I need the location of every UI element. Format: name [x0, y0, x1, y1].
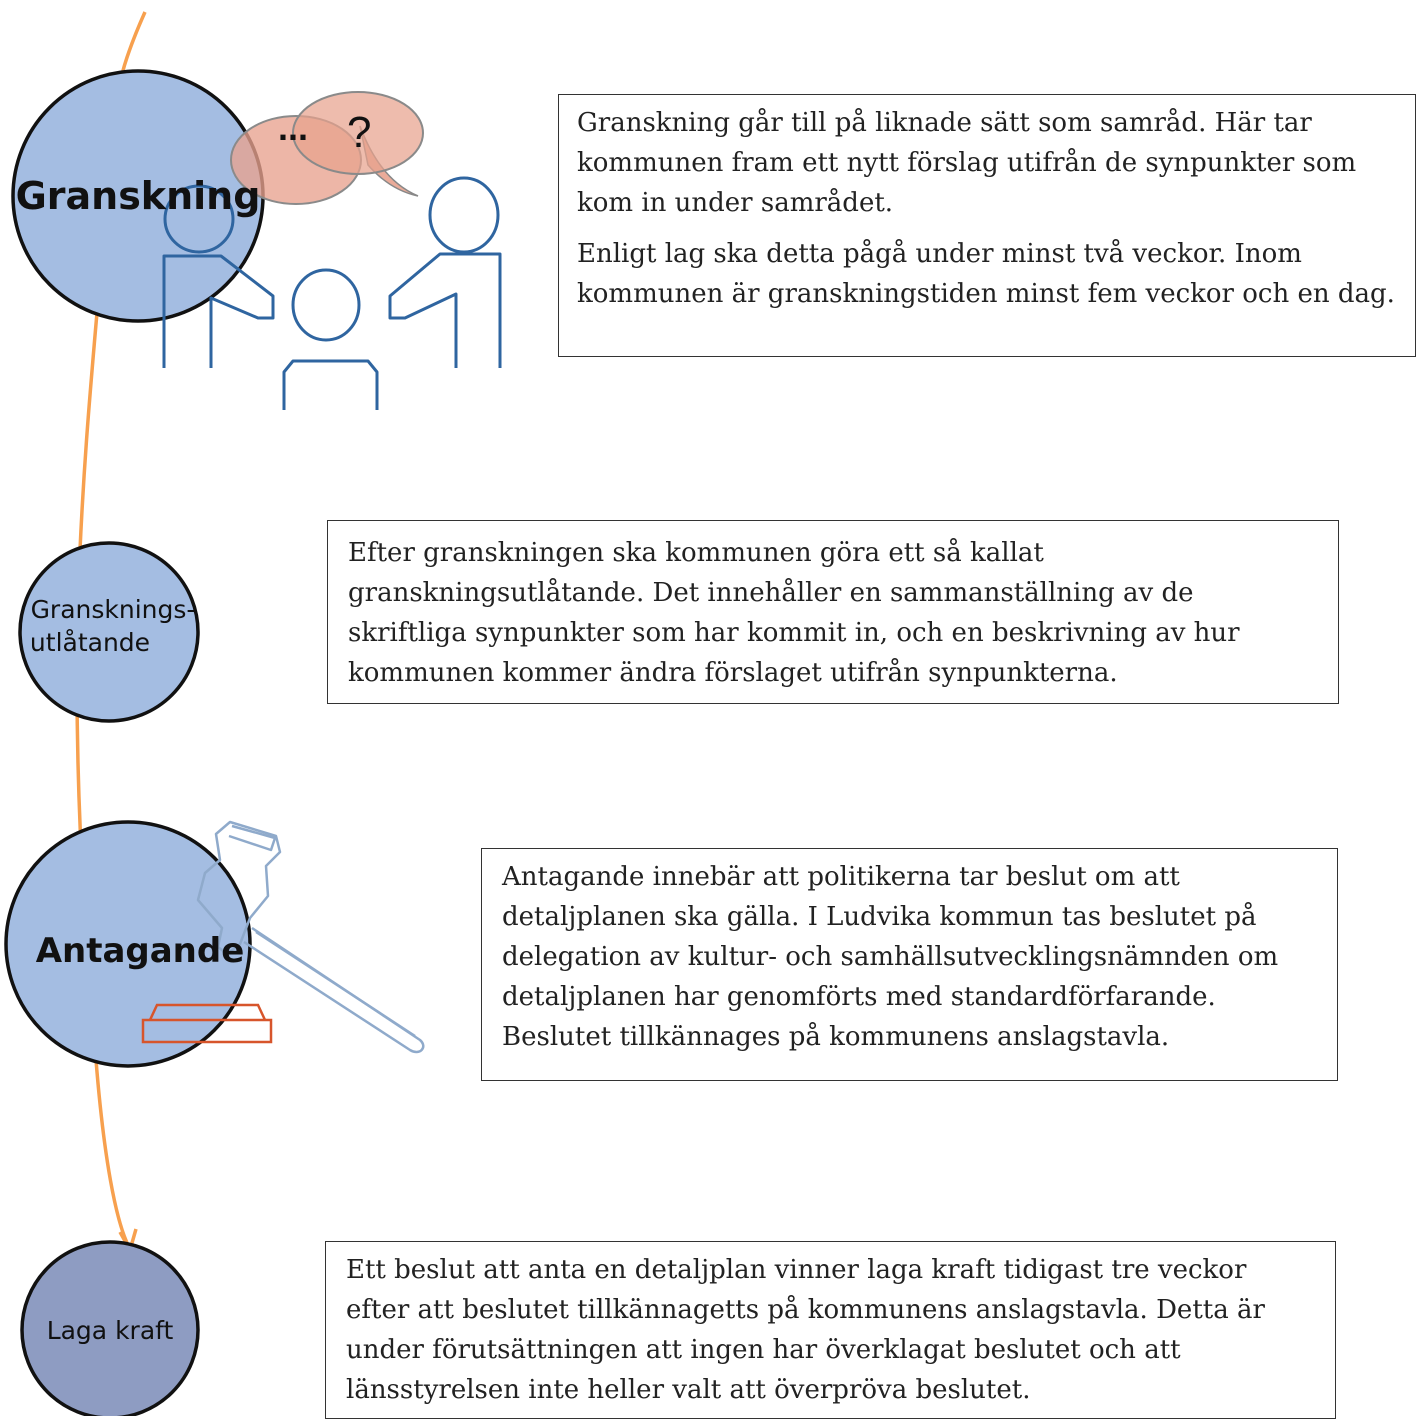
stage-label-laga-kraft: Laga kraft: [47, 1316, 174, 1345]
gavel-icon: [196, 820, 425, 1054]
stage-circle-utlatande: [18, 541, 200, 723]
gavel-block-icon: [141, 1003, 273, 1044]
utlatande-description: Efter granskningen ska kommunen göra ett…: [327, 520, 1339, 704]
granskning-paragraph-1: Granskning går till på liknade sätt som …: [577, 108, 1357, 218]
antagande-description: Antagande innebär att politikerna tar be…: [481, 848, 1338, 1081]
bubble-ellipsis: ...: [278, 107, 308, 148]
granskning-paragraph-2: Enligt lag ska detta pågå under minst tv…: [577, 239, 1395, 309]
utlatande-paragraph: Efter granskningen ska kommunen göra ett…: [348, 538, 1240, 688]
laga-kraft-paragraph: Ett beslut att anta en detaljplan vinner…: [346, 1255, 1265, 1405]
stage-label-utlatande-line2: utlåtande: [30, 628, 150, 657]
stage-label-granskning: Granskning: [16, 174, 261, 218]
granskning-description: Granskning går till på liknade sätt som …: [558, 94, 1416, 357]
speech-bubble-icon: ... ?: [230, 91, 424, 205]
stage-label-utlatande-line1: Gransknings-: [31, 595, 196, 624]
bubble-question: ?: [347, 108, 371, 157]
stage-label-antagande: Antagande: [36, 931, 245, 971]
antagande-paragraph: Antagande innebär att politikerna tar be…: [502, 862, 1279, 1052]
laga-kraft-description: Ett beslut att anta en detaljplan vinner…: [325, 1241, 1336, 1419]
people-icon: [162, 176, 502, 410]
stage-circle-laga-kraft: [20, 1240, 200, 1416]
